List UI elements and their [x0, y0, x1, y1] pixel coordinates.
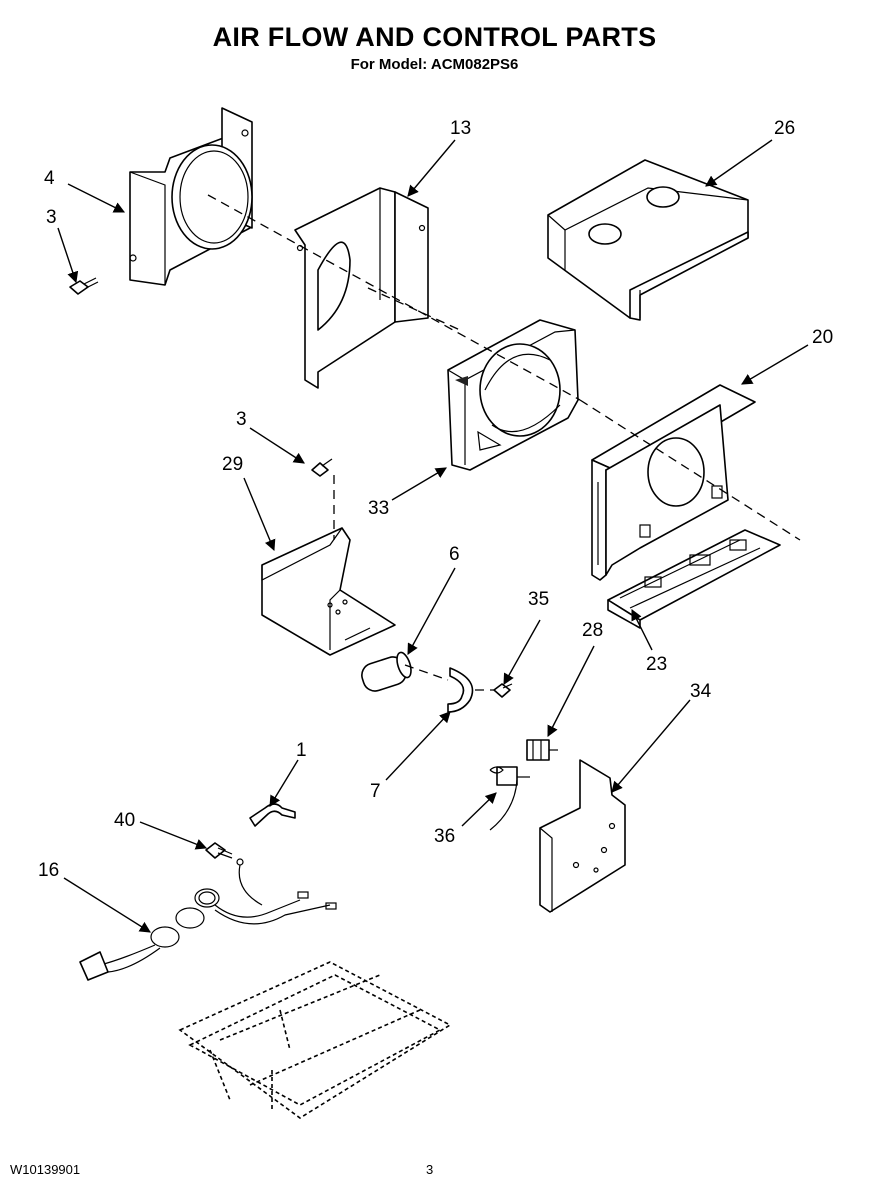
diagram-title: AIR FLOW AND CONTROL PARTS: [212, 22, 657, 52]
callout-16: 16: [38, 860, 59, 881]
part-26-top-cover: [547, 159, 749, 321]
part-34-control-bracket: [539, 759, 626, 913]
part-4-orifice-panel: [129, 107, 253, 286]
callout-1: 1: [296, 740, 307, 761]
part-6-capacitor: [361, 651, 412, 692]
callout-3-upper: 3: [46, 207, 57, 228]
callout-28: 28: [582, 620, 603, 641]
part-36-thermostat: [489, 766, 530, 831]
part-3-screw-middle: [311, 458, 333, 477]
base-pan-reference: [178, 961, 452, 1119]
part-33-blower-housing: [447, 319, 579, 471]
callout-4: 4: [44, 168, 55, 189]
callout-3-middle: 3: [236, 409, 247, 430]
callout-6: 6: [449, 544, 460, 565]
model-subtitle: For Model: ACM082PS6: [350, 56, 519, 73]
callout-36: 36: [434, 826, 455, 847]
callout-26: 26: [774, 118, 795, 139]
part-20-orifice-panel: [591, 384, 756, 581]
callout-23: 23: [646, 654, 667, 675]
part-35-screw: [493, 683, 513, 698]
part-13-duct-panel: [294, 187, 429, 389]
part-40-screw: [205, 842, 233, 859]
document-number: W10139901: [10, 1162, 81, 1177]
part-16-power-cord: [79, 858, 337, 981]
callout-33: 33: [368, 498, 389, 519]
callout-labels: 4 3 13 26 20 3 29 33 6 35 28 23 34 1 7 4…: [38, 118, 833, 881]
callout-20: 20: [812, 327, 833, 348]
part-28-selector-switch: [526, 739, 558, 761]
part-1-clamp: [249, 803, 296, 827]
part-29-control-bracket: [261, 527, 396, 656]
part-3-screw-upper: [69, 277, 99, 295]
callout-13: 13: [450, 118, 471, 139]
leader-lines: [57, 139, 809, 933]
callout-40: 40: [114, 810, 135, 831]
callout-7: 7: [370, 781, 381, 802]
alignment-lines: [207, 194, 801, 691]
callout-34: 34: [690, 681, 712, 702]
callout-35: 35: [528, 589, 549, 610]
callout-29: 29: [222, 454, 243, 475]
part-7-strap: [447, 667, 474, 713]
page-number: 3: [426, 1162, 434, 1177]
